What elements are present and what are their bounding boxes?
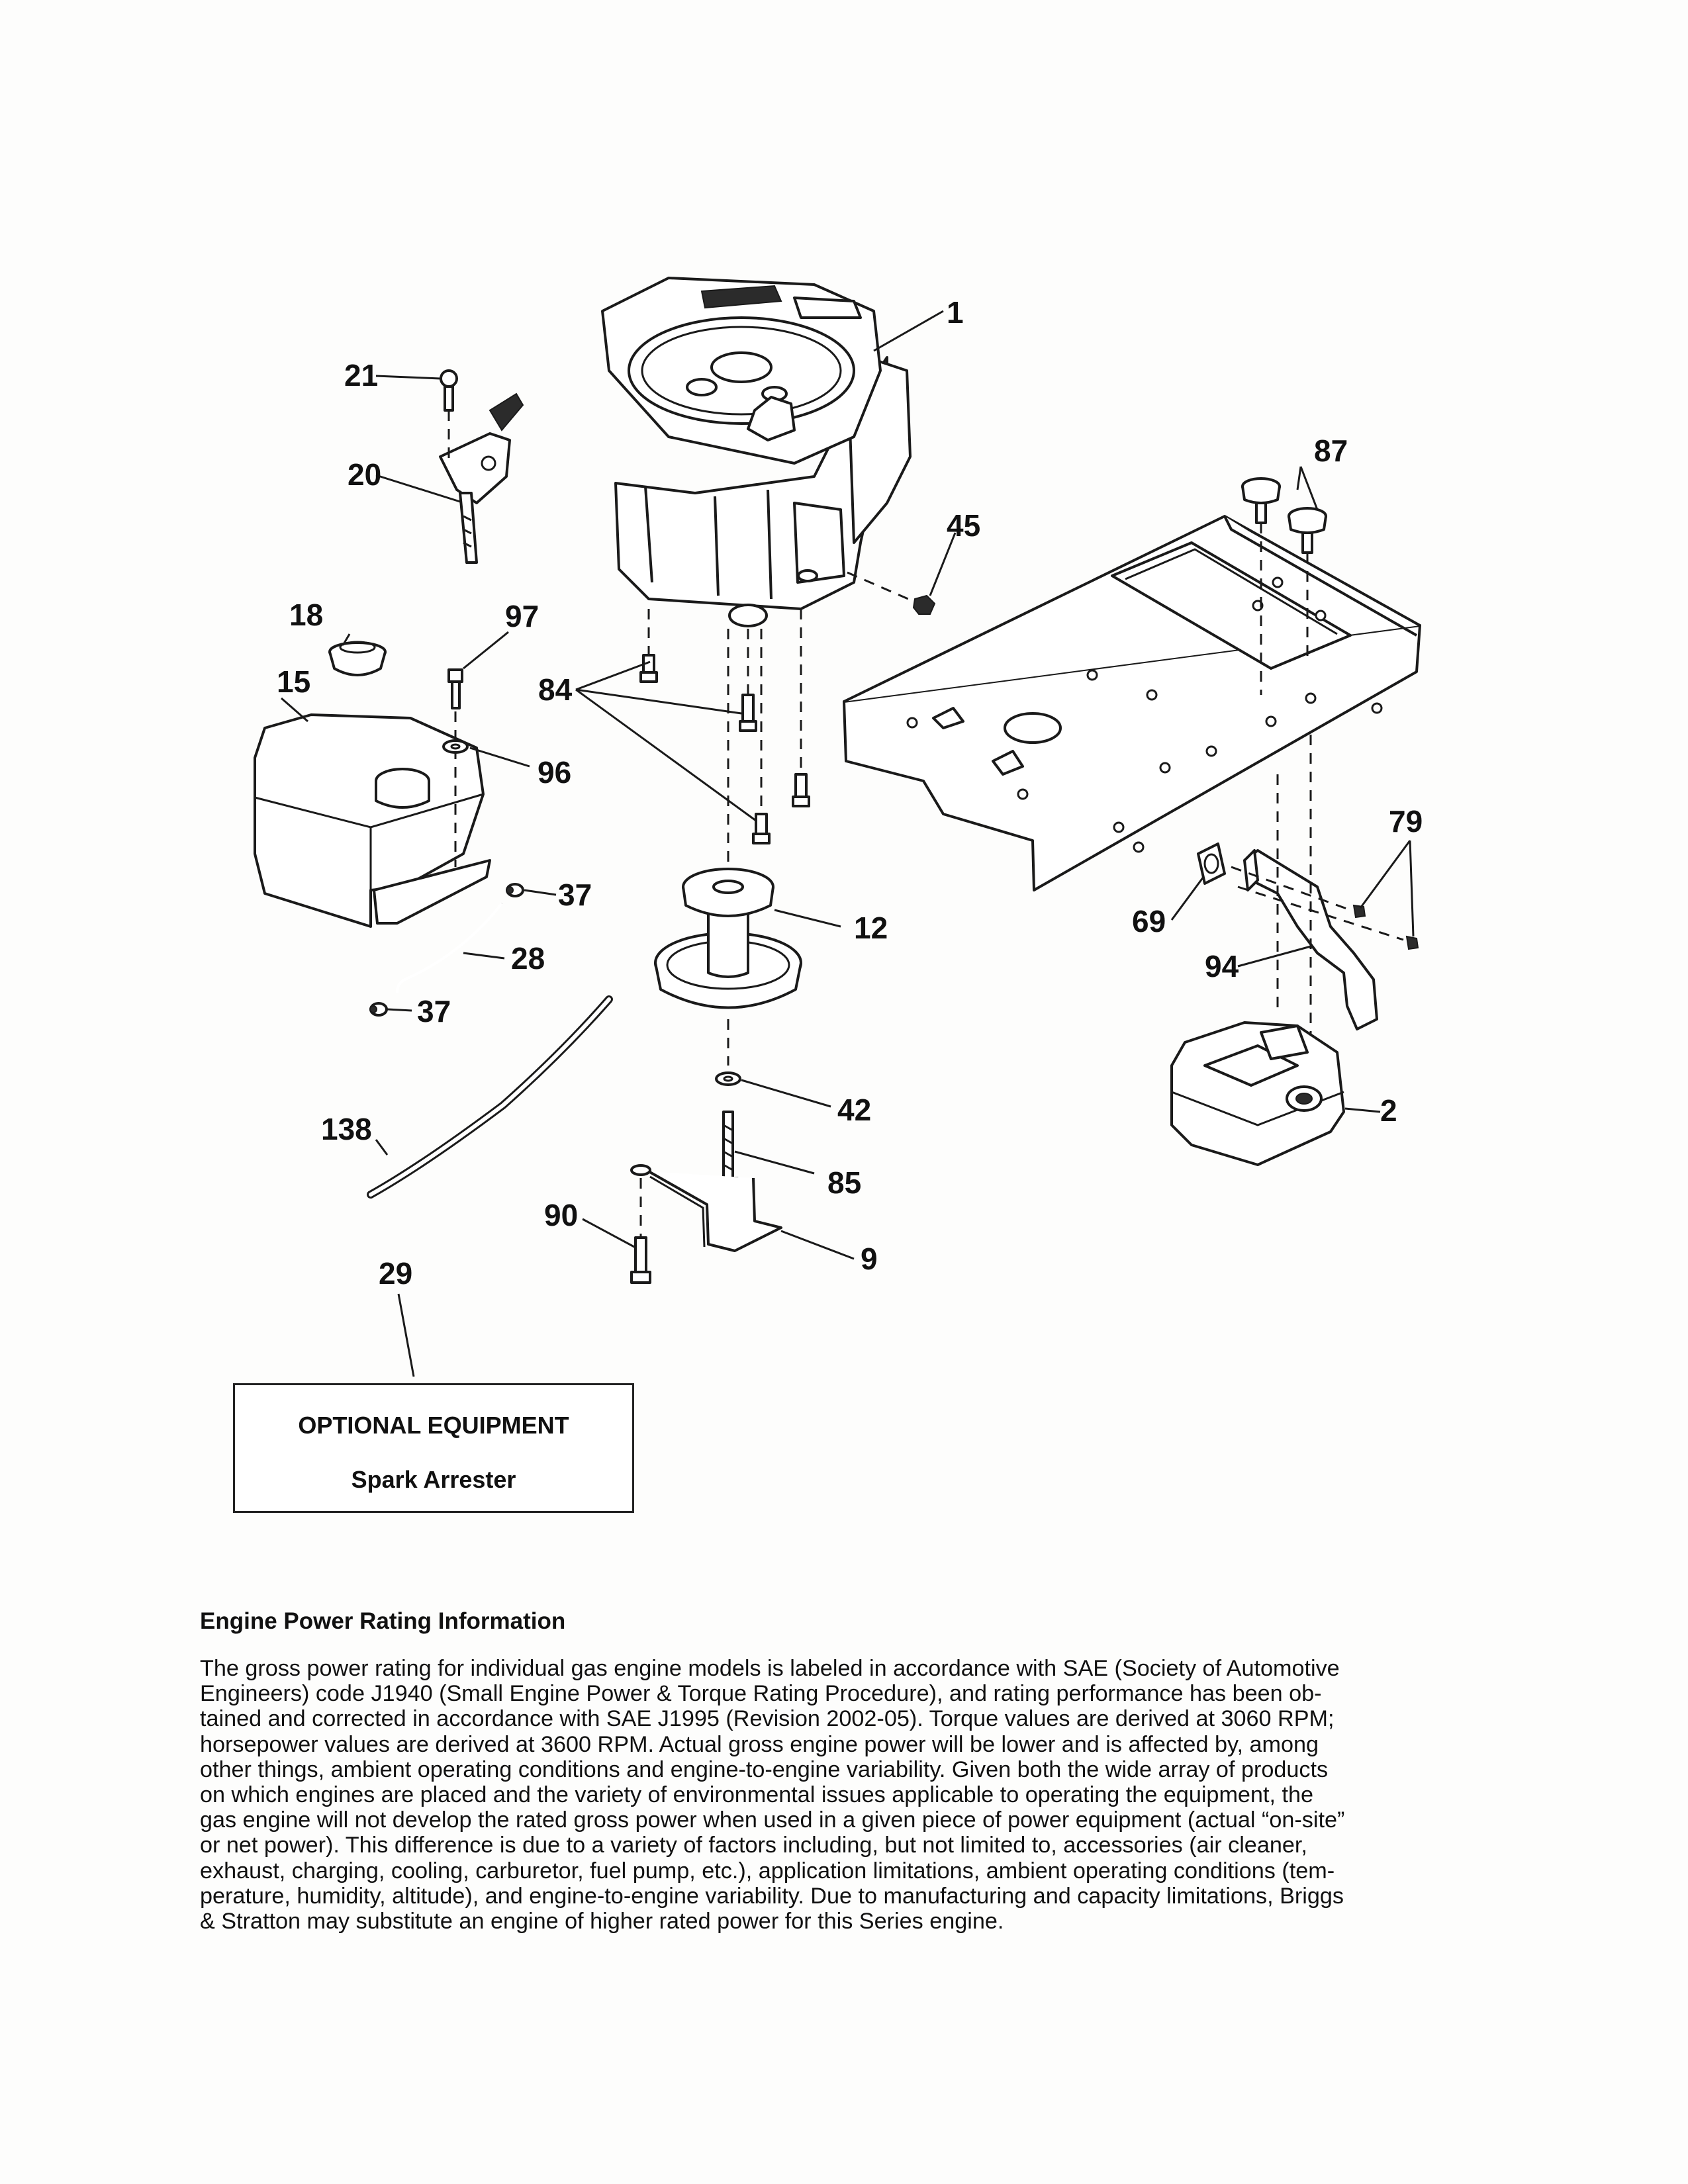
- screws-79-part: [1231, 866, 1419, 950]
- gasket-69-part: [1197, 842, 1226, 885]
- callout-37-upper: 37: [558, 878, 592, 912]
- rating-line: other things, ambient operating conditio…: [200, 1756, 1329, 1782]
- engine-bolts-84-part: [639, 609, 810, 844]
- callout-15: 15: [277, 664, 310, 699]
- callout-2: 2: [1380, 1093, 1397, 1128]
- callout-12: 12: [854, 911, 888, 945]
- frame-part: [843, 515, 1421, 891]
- nut-45-part: [847, 571, 936, 615]
- frame-bolts-87-part: [1241, 477, 1327, 695]
- optional-equipment-box: OPTIONAL EQUIPMENT Spark Arrester: [233, 1383, 634, 1513]
- callout-87: 87: [1314, 433, 1348, 468]
- callout-96: 96: [538, 755, 571, 790]
- muffler-2-part: [1170, 735, 1345, 1166]
- callout-79: 79: [1389, 804, 1423, 839]
- optional-equipment-title: OPTIONAL EQUIPMENT: [298, 1412, 569, 1439]
- washer-96-part: [442, 739, 469, 754]
- optional-equipment-item: Spark Arrester: [351, 1466, 516, 1493]
- callout-28: 28: [511, 941, 545, 976]
- callout-97: 97: [505, 599, 539, 633]
- callout-9: 9: [861, 1242, 878, 1276]
- callout-138: 138: [321, 1112, 372, 1146]
- leader-lines: [281, 310, 1415, 1377]
- rating-line: tained and corrected in accordance with …: [200, 1706, 1335, 1732]
- fuel-cap-part: [328, 641, 387, 676]
- hose-138-part: [367, 995, 613, 1199]
- bolt-90-part: [630, 1178, 651, 1284]
- callout-90: 90: [544, 1198, 578, 1232]
- callout-85: 85: [827, 1165, 861, 1200]
- clamp-37b-part: [369, 1002, 388, 1017]
- callout-45: 45: [947, 508, 980, 543]
- callout-84: 84: [538, 672, 573, 707]
- callout-94: 94: [1205, 949, 1239, 983]
- engine-part: [601, 277, 912, 627]
- screw-21-part: [440, 369, 458, 463]
- callout-37-lower: 37: [417, 994, 451, 1028]
- rating-line: perature, humidity, altitude), and engin…: [200, 1883, 1344, 1909]
- engine-power-rating-heading: Engine Power Rating Information: [200, 1608, 566, 1634]
- callout-29: 29: [379, 1256, 412, 1291]
- callout-20: 20: [348, 457, 381, 492]
- rating-line: horsepower values are derived at 3600 RP…: [200, 1731, 1319, 1757]
- fuel-tank-part: [254, 713, 491, 928]
- pulley-12-part: [654, 629, 802, 1066]
- callout-1: 1: [947, 295, 964, 330]
- washer-42-part: [715, 1071, 741, 1086]
- engine-power-rating-text: The gross power rating for individual ga…: [200, 1656, 1431, 1934]
- bolt-97-part: [447, 668, 463, 867]
- callout-21: 21: [344, 358, 378, 392]
- rating-line: Engineers) code J1940 (Small Engine Powe…: [200, 1681, 1322, 1707]
- rating-line: on which engines are placed and the vari…: [200, 1782, 1313, 1808]
- rating-line: & Stratton may substitute an engine of h…: [200, 1909, 1004, 1934]
- throttle-control-part: [439, 392, 524, 564]
- callout-18: 18: [289, 598, 323, 632]
- fuel-line-28-part: [396, 902, 503, 993]
- callout-42: 42: [837, 1093, 871, 1127]
- rating-line: The gross power rating for individual ga…: [200, 1656, 1340, 1681]
- rating-line: or net power). This difference is due to…: [200, 1833, 1307, 1858]
- rating-line: gas engine will not develop the rated gr…: [200, 1807, 1345, 1833]
- bracket-rod-9-part: [630, 1164, 782, 1252]
- callout-69: 69: [1132, 904, 1166, 938]
- clamp-37a-part: [506, 883, 524, 897]
- rating-line: exhaust, charging, cooling, carburetor, …: [200, 1858, 1335, 1884]
